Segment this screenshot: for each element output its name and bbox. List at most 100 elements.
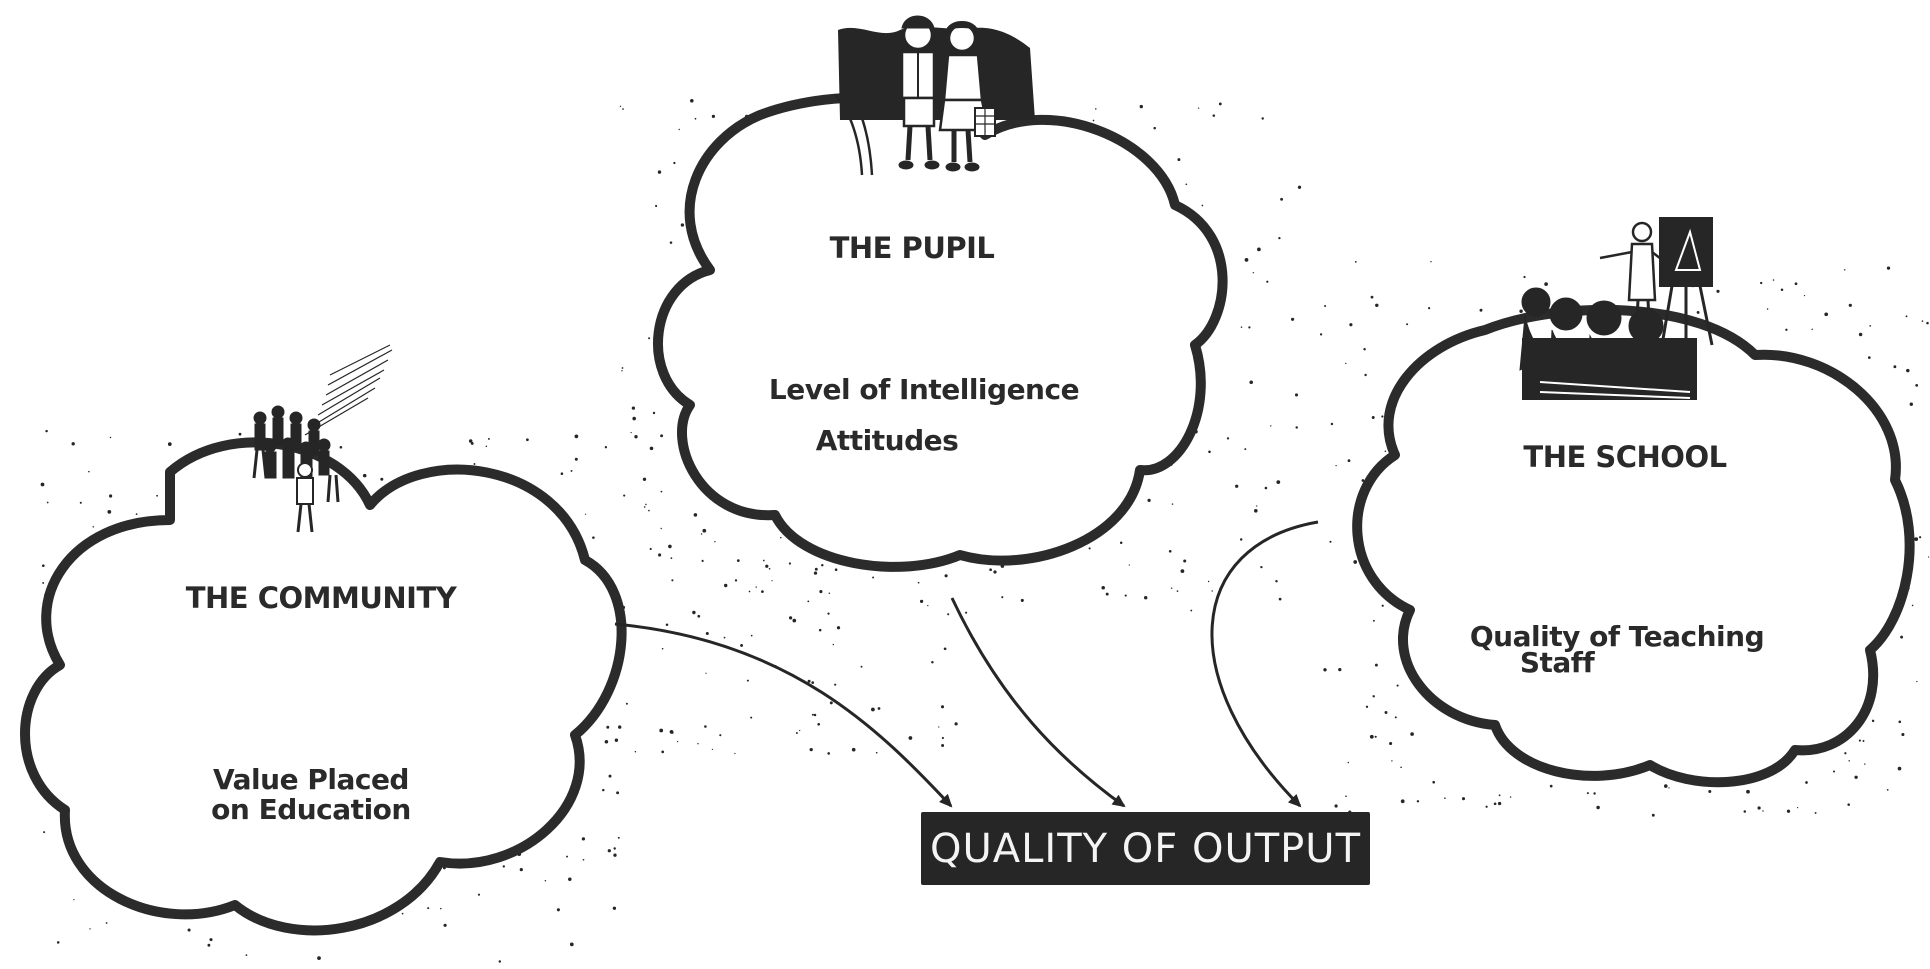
stipple-dot — [107, 510, 112, 514]
stipple-dot — [40, 482, 45, 487]
stipple-dot — [700, 533, 703, 535]
stipple-dot — [734, 579, 738, 582]
arrow-pupil-to-output — [950, 597, 1126, 808]
stipple-dot — [711, 748, 714, 751]
stipple-dot — [750, 634, 753, 637]
stipple-dot — [818, 628, 822, 632]
stipple-dot — [660, 527, 662, 530]
stipple-dot — [1276, 480, 1281, 484]
stipple-dot — [560, 472, 564, 475]
stipple-dot — [1428, 307, 1431, 310]
stipple-dot — [1144, 596, 1148, 600]
stipple-dot — [1915, 384, 1919, 387]
stipple-dot — [965, 611, 968, 614]
stipple-dot — [317, 956, 321, 960]
stipple-dot — [1190, 609, 1193, 612]
stipple-dot — [56, 941, 60, 944]
stipple-dot — [1762, 810, 1764, 812]
stipple-dot — [1897, 766, 1902, 771]
stipple-dot — [42, 581, 45, 584]
stipple-dot — [1848, 303, 1852, 307]
stipple-dot — [1280, 197, 1284, 201]
stipple-dot — [1867, 356, 1871, 359]
stipple-dot — [762, 559, 765, 562]
stipple-dot — [734, 752, 736, 755]
stipple-dot — [993, 570, 997, 574]
stipple-dot — [621, 370, 623, 372]
stipple-dot — [614, 738, 619, 742]
stipple-dot — [632, 416, 636, 421]
stipple-dot — [581, 837, 586, 841]
stipple-dot — [79, 501, 82, 504]
stipple-dot — [668, 544, 672, 549]
stipple-dot — [670, 557, 673, 559]
stipple-dot — [613, 853, 617, 857]
stipple-dot — [621, 367, 624, 369]
stipple-dot — [1147, 498, 1151, 503]
stipple-dot — [931, 660, 934, 664]
stipple-dot — [788, 616, 793, 620]
stipple-dot — [1858, 332, 1863, 337]
stipple-dot — [619, 105, 622, 107]
stipple-dot — [526, 438, 529, 442]
stipple-dot — [582, 858, 585, 861]
stipple-dot — [1381, 604, 1384, 607]
stipple-dot — [498, 960, 502, 963]
stipple-dot — [1338, 667, 1342, 672]
stipple-dot — [1239, 538, 1243, 541]
stipple-dot — [780, 536, 782, 539]
stipple-dot — [485, 445, 488, 448]
stipple-dot — [1811, 328, 1813, 331]
stipple-dot — [608, 774, 612, 778]
stipple-dot — [836, 626, 841, 630]
arrow-community-to-output — [614, 622, 953, 808]
stipple-dot — [1235, 484, 1239, 488]
stipple-dot — [73, 898, 75, 901]
stipple-dot — [1183, 559, 1187, 563]
stipple-dot — [1651, 813, 1655, 817]
pupil-intelligence-label: Level of Intelligence — [768, 373, 1080, 406]
stipple-dot — [443, 923, 447, 927]
stipple-dot — [380, 477, 384, 481]
stipple-dot — [917, 581, 920, 584]
stipple-dot — [584, 513, 587, 515]
stipple-dot — [1354, 261, 1357, 263]
stipple-dot — [1124, 594, 1127, 597]
stipple-dot — [1264, 486, 1268, 490]
stipple-dot — [1244, 258, 1249, 262]
stipple-dot — [1926, 321, 1929, 325]
stipple-dot — [811, 713, 814, 716]
stipple-dot — [658, 553, 662, 557]
stipple-dot — [1170, 587, 1173, 589]
stipple-dot — [871, 707, 875, 712]
stipple-dot — [1394, 716, 1397, 719]
stipple-dot — [1297, 185, 1302, 189]
stipple-dot — [714, 541, 716, 543]
stipple-dot — [71, 442, 75, 446]
stipple-dot — [1760, 281, 1763, 285]
stipple-dot — [661, 647, 664, 650]
stipple-dot — [109, 494, 113, 498]
stipple-dot — [566, 855, 568, 858]
stipple-dot — [813, 571, 818, 575]
stipple-dot — [693, 513, 698, 517]
stipple-dot — [1696, 310, 1700, 314]
stipple-dot — [697, 614, 701, 618]
stipple-dot — [1864, 763, 1866, 765]
stipple-dot — [1323, 668, 1327, 672]
stipple-dot — [723, 636, 726, 639]
stipple-dot — [1244, 448, 1247, 451]
stipple-dot — [768, 567, 771, 570]
stipple-dot — [1374, 735, 1377, 738]
pupil-title: THE PUPIL — [829, 231, 995, 265]
stipple-dot — [1105, 592, 1109, 596]
stipple-dot — [1668, 787, 1670, 789]
stipple-dot — [799, 729, 801, 732]
stipple-dot — [556, 908, 560, 912]
stipple-dot — [1430, 261, 1432, 263]
stipple-dot — [634, 751, 637, 753]
stipple-dot — [1786, 809, 1791, 813]
stipple-dot — [989, 568, 992, 572]
